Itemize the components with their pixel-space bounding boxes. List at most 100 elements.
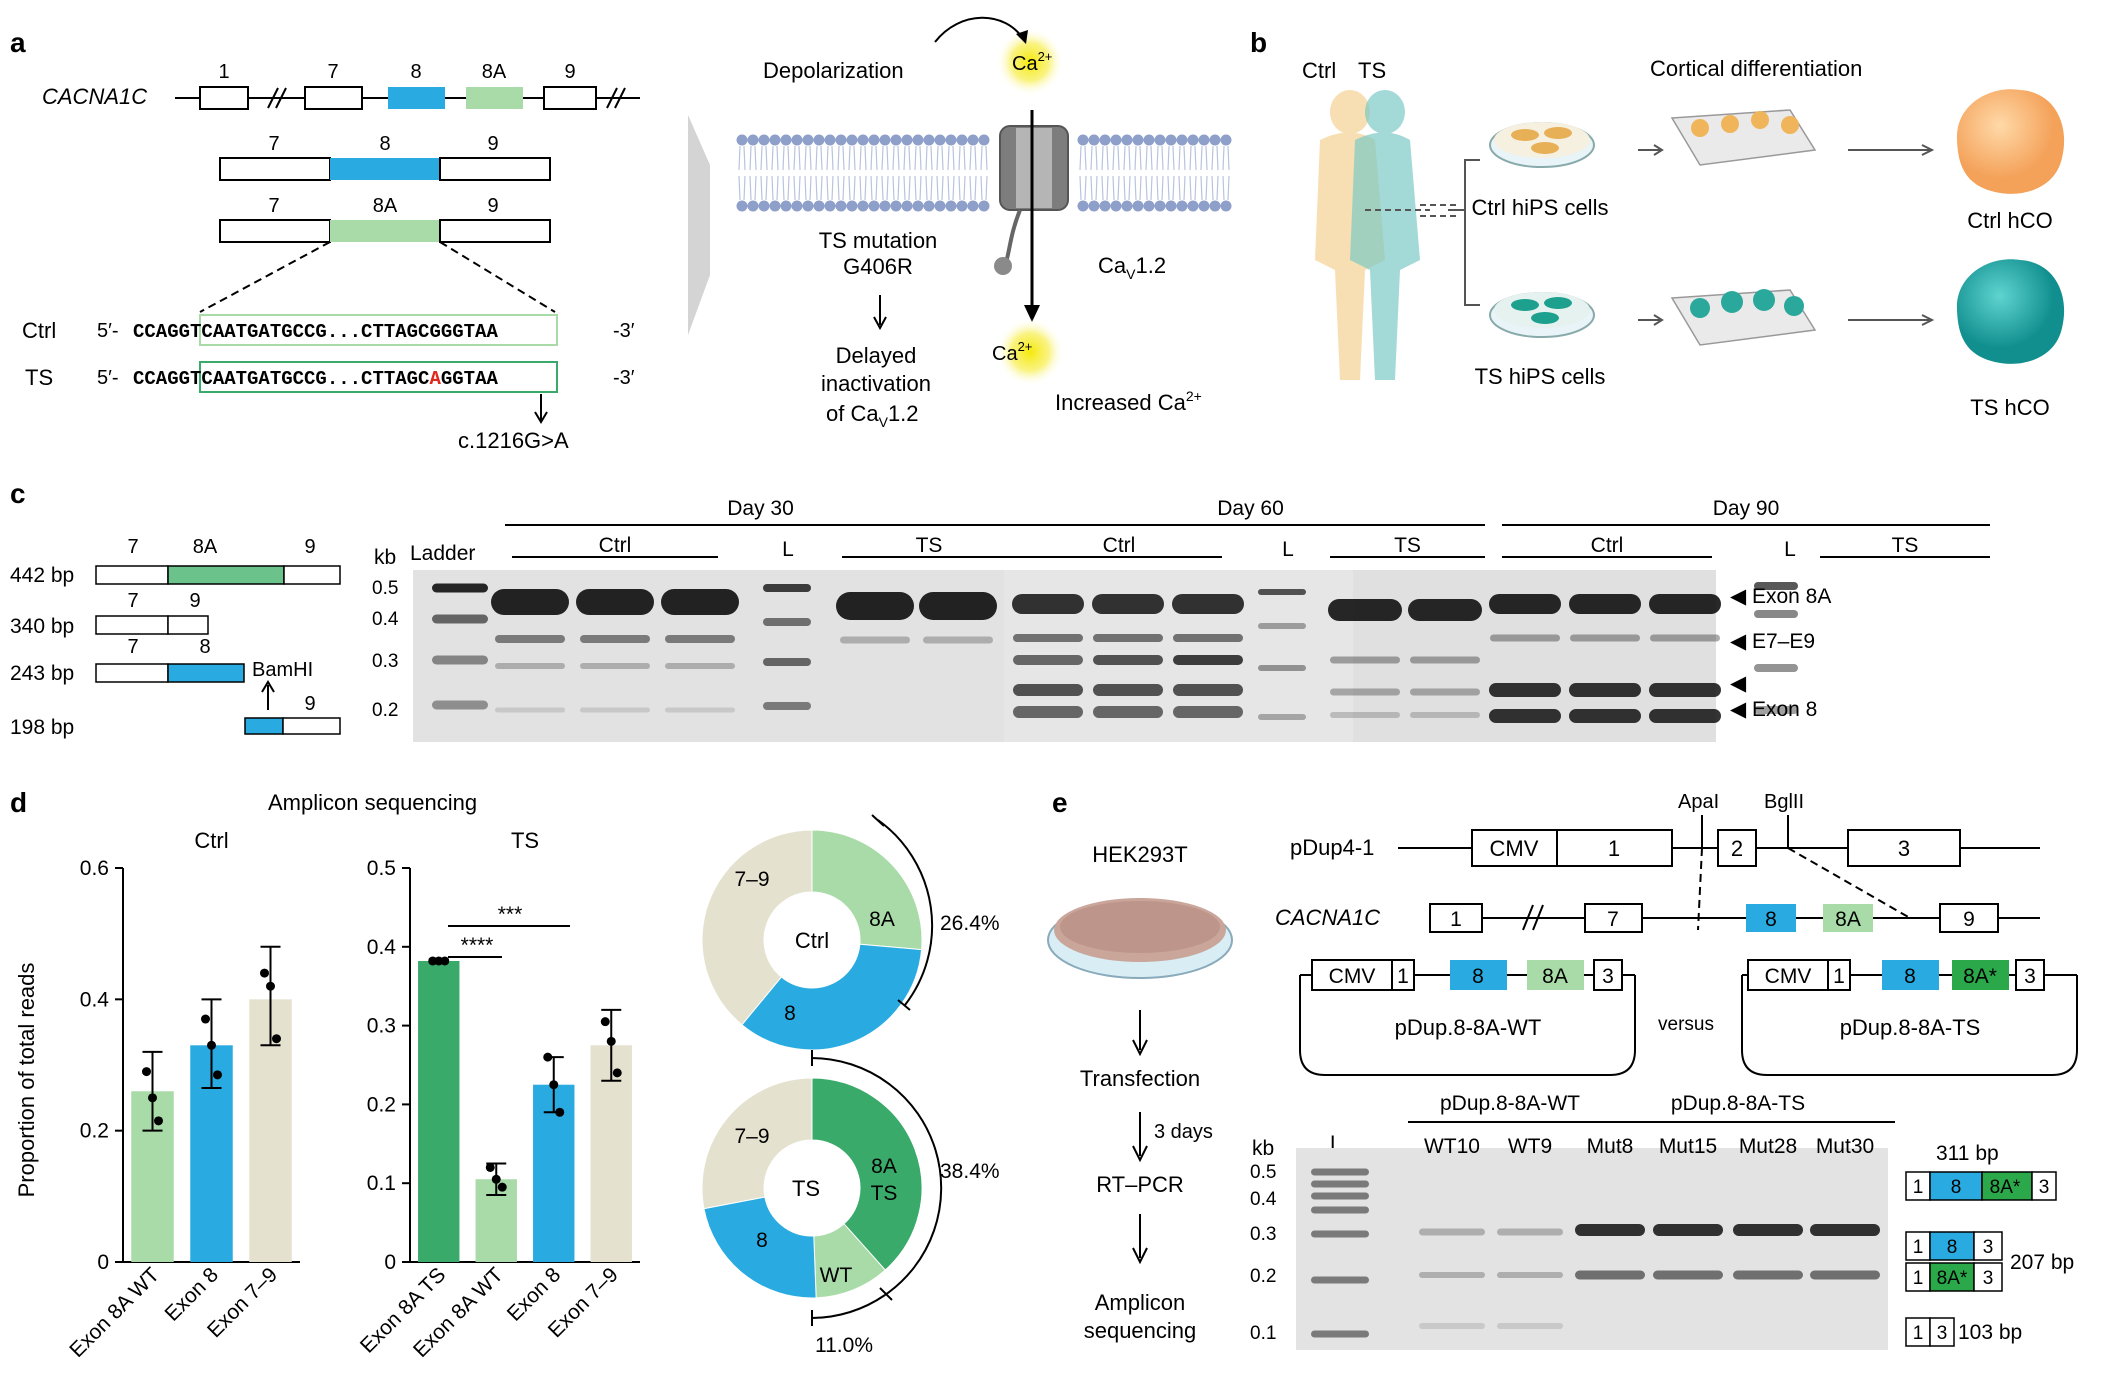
slice-8: [741, 943, 923, 1051]
workflow-arrows: [1132, 1010, 1148, 1265]
group-label: Ctrl: [1591, 534, 1624, 557]
gel-band: [923, 636, 993, 644]
lipid-head: [835, 134, 847, 146]
gel-band: [1653, 1270, 1723, 1280]
lipid-tail: [1145, 145, 1153, 201]
svg-text:inactivation: inactivation: [821, 371, 931, 396]
data-point: [154, 1116, 163, 1126]
lipid-head: [835, 200, 847, 212]
svg-text:7: 7: [127, 536, 138, 558]
significance-brackets: *** ****: [448, 903, 570, 958]
svg-text:BamHI: BamHI: [252, 659, 313, 681]
gel-band: [1328, 599, 1402, 621]
mutation-label: c.1216G>A: [458, 428, 569, 453]
flow-arrows: [1638, 144, 1935, 326]
gel-background: [1296, 1148, 1888, 1350]
lipid-tail: [1178, 145, 1186, 201]
svg-text:8: 8: [199, 636, 210, 658]
lipid-tail: [1090, 145, 1098, 201]
lipid-head: [1187, 134, 1199, 146]
gel-band: [1489, 709, 1561, 723]
lipid-head: [890, 200, 902, 212]
lipid-tail: [771, 145, 779, 201]
gel-band: [495, 663, 565, 669]
svg-text:-3′: -3′: [613, 320, 635, 342]
y-tick-label: 0.5: [367, 857, 396, 880]
lipid-tail: [1211, 145, 1219, 201]
gel-band: [1330, 656, 1400, 664]
svg-text:1: 1: [1913, 1323, 1924, 1344]
lipid-head: [791, 200, 803, 212]
gel-band: [1013, 684, 1083, 696]
cav12-label: CaV1.2: [1098, 253, 1166, 282]
gel-band: [1575, 1270, 1645, 1280]
svg-text:****: ****: [461, 934, 494, 957]
svg-text:0.2: 0.2: [372, 700, 398, 721]
exon-8a-label: 8A: [482, 61, 507, 83]
category-label: Exon 8A WT: [65, 1263, 164, 1362]
lipid-head: [1110, 200, 1122, 212]
lipid-head: [1176, 134, 1188, 146]
calcium-glow-bottom: [996, 318, 1064, 386]
lane-label: Mut8: [1587, 1135, 1634, 1158]
lipid-tail: [914, 145, 922, 201]
svg-text:sequencing: sequencing: [1084, 1318, 1197, 1343]
data-point: [207, 1040, 216, 1050]
lipid-head: [1220, 134, 1232, 146]
svg-text:1: 1: [1397, 965, 1409, 988]
svg-text:9: 9: [304, 693, 315, 715]
svg-text:1: 1: [1450, 908, 1462, 931]
lipid-tail: [1101, 145, 1109, 201]
gel-band: [1173, 634, 1243, 642]
gel-band: [1172, 594, 1244, 614]
lipid-head: [824, 134, 836, 146]
isoform-8a: 7 8A 9: [199, 195, 556, 313]
gel-band: [1754, 582, 1798, 590]
gel-band: [1649, 709, 1721, 723]
lipid-head: [923, 200, 935, 212]
svg-text:0.3: 0.3: [372, 651, 398, 672]
lipid-head: [736, 200, 748, 212]
lipid-head: [879, 134, 891, 146]
lipid-head: [1209, 200, 1221, 212]
slice-label: 8: [756, 1229, 768, 1252]
lipid-head: [912, 134, 924, 146]
lipid-head: [1187, 200, 1199, 212]
svg-text:8: 8: [1947, 1237, 1958, 1258]
svg-text:L: L: [1330, 1132, 1342, 1155]
lipid-head: [1198, 134, 1210, 146]
gel-band: [432, 583, 488, 593]
gel-band: [432, 614, 488, 624]
svg-text:8A: 8A: [193, 536, 218, 558]
lipid-head: [1154, 200, 1166, 212]
slice-8a: [811, 829, 923, 951]
ladder-lane-label: L: [1282, 538, 1294, 561]
gel-band: [1330, 712, 1400, 718]
lipid-head: [956, 134, 968, 146]
lipid-tail: [1222, 145, 1230, 201]
lipid-head: [802, 134, 814, 146]
calcium-bottom-label: Ca2+: [992, 339, 1032, 365]
svg-text:CACNA1C: CACNA1C: [1275, 905, 1380, 930]
amplicon-title: Amplicon sequencing: [268, 790, 477, 815]
lipid-head: [1077, 200, 1089, 212]
svg-text:7: 7: [1607, 908, 1619, 931]
slice-label: 7–9: [734, 868, 769, 891]
panel-d: d Amplicon sequencing Proportion of tota…: [10, 787, 1000, 1362]
gel-band: [665, 663, 735, 669]
pct-label: 26.4%: [940, 912, 1000, 935]
gel-band: [763, 584, 811, 592]
svg-text:kb: kb: [1252, 1137, 1274, 1160]
exon8a-band-label: ◀ Exon 8A: [1730, 585, 1831, 608]
gel-band: [1012, 594, 1084, 614]
panel-c: c 442 bp 340 bp 243 bp 198 bp 7 8A 9 7 9…: [10, 478, 1990, 742]
svg-text:kb: kb: [374, 546, 396, 569]
svg-text:9: 9: [487, 195, 498, 217]
svg-text:103 bp: 103 bp: [1958, 1321, 2022, 1344]
panel-c-label: c: [10, 478, 26, 509]
svg-text:442 bp: 442 bp: [10, 564, 74, 587]
lipid-head: [736, 134, 748, 146]
data-point: [440, 956, 450, 966]
